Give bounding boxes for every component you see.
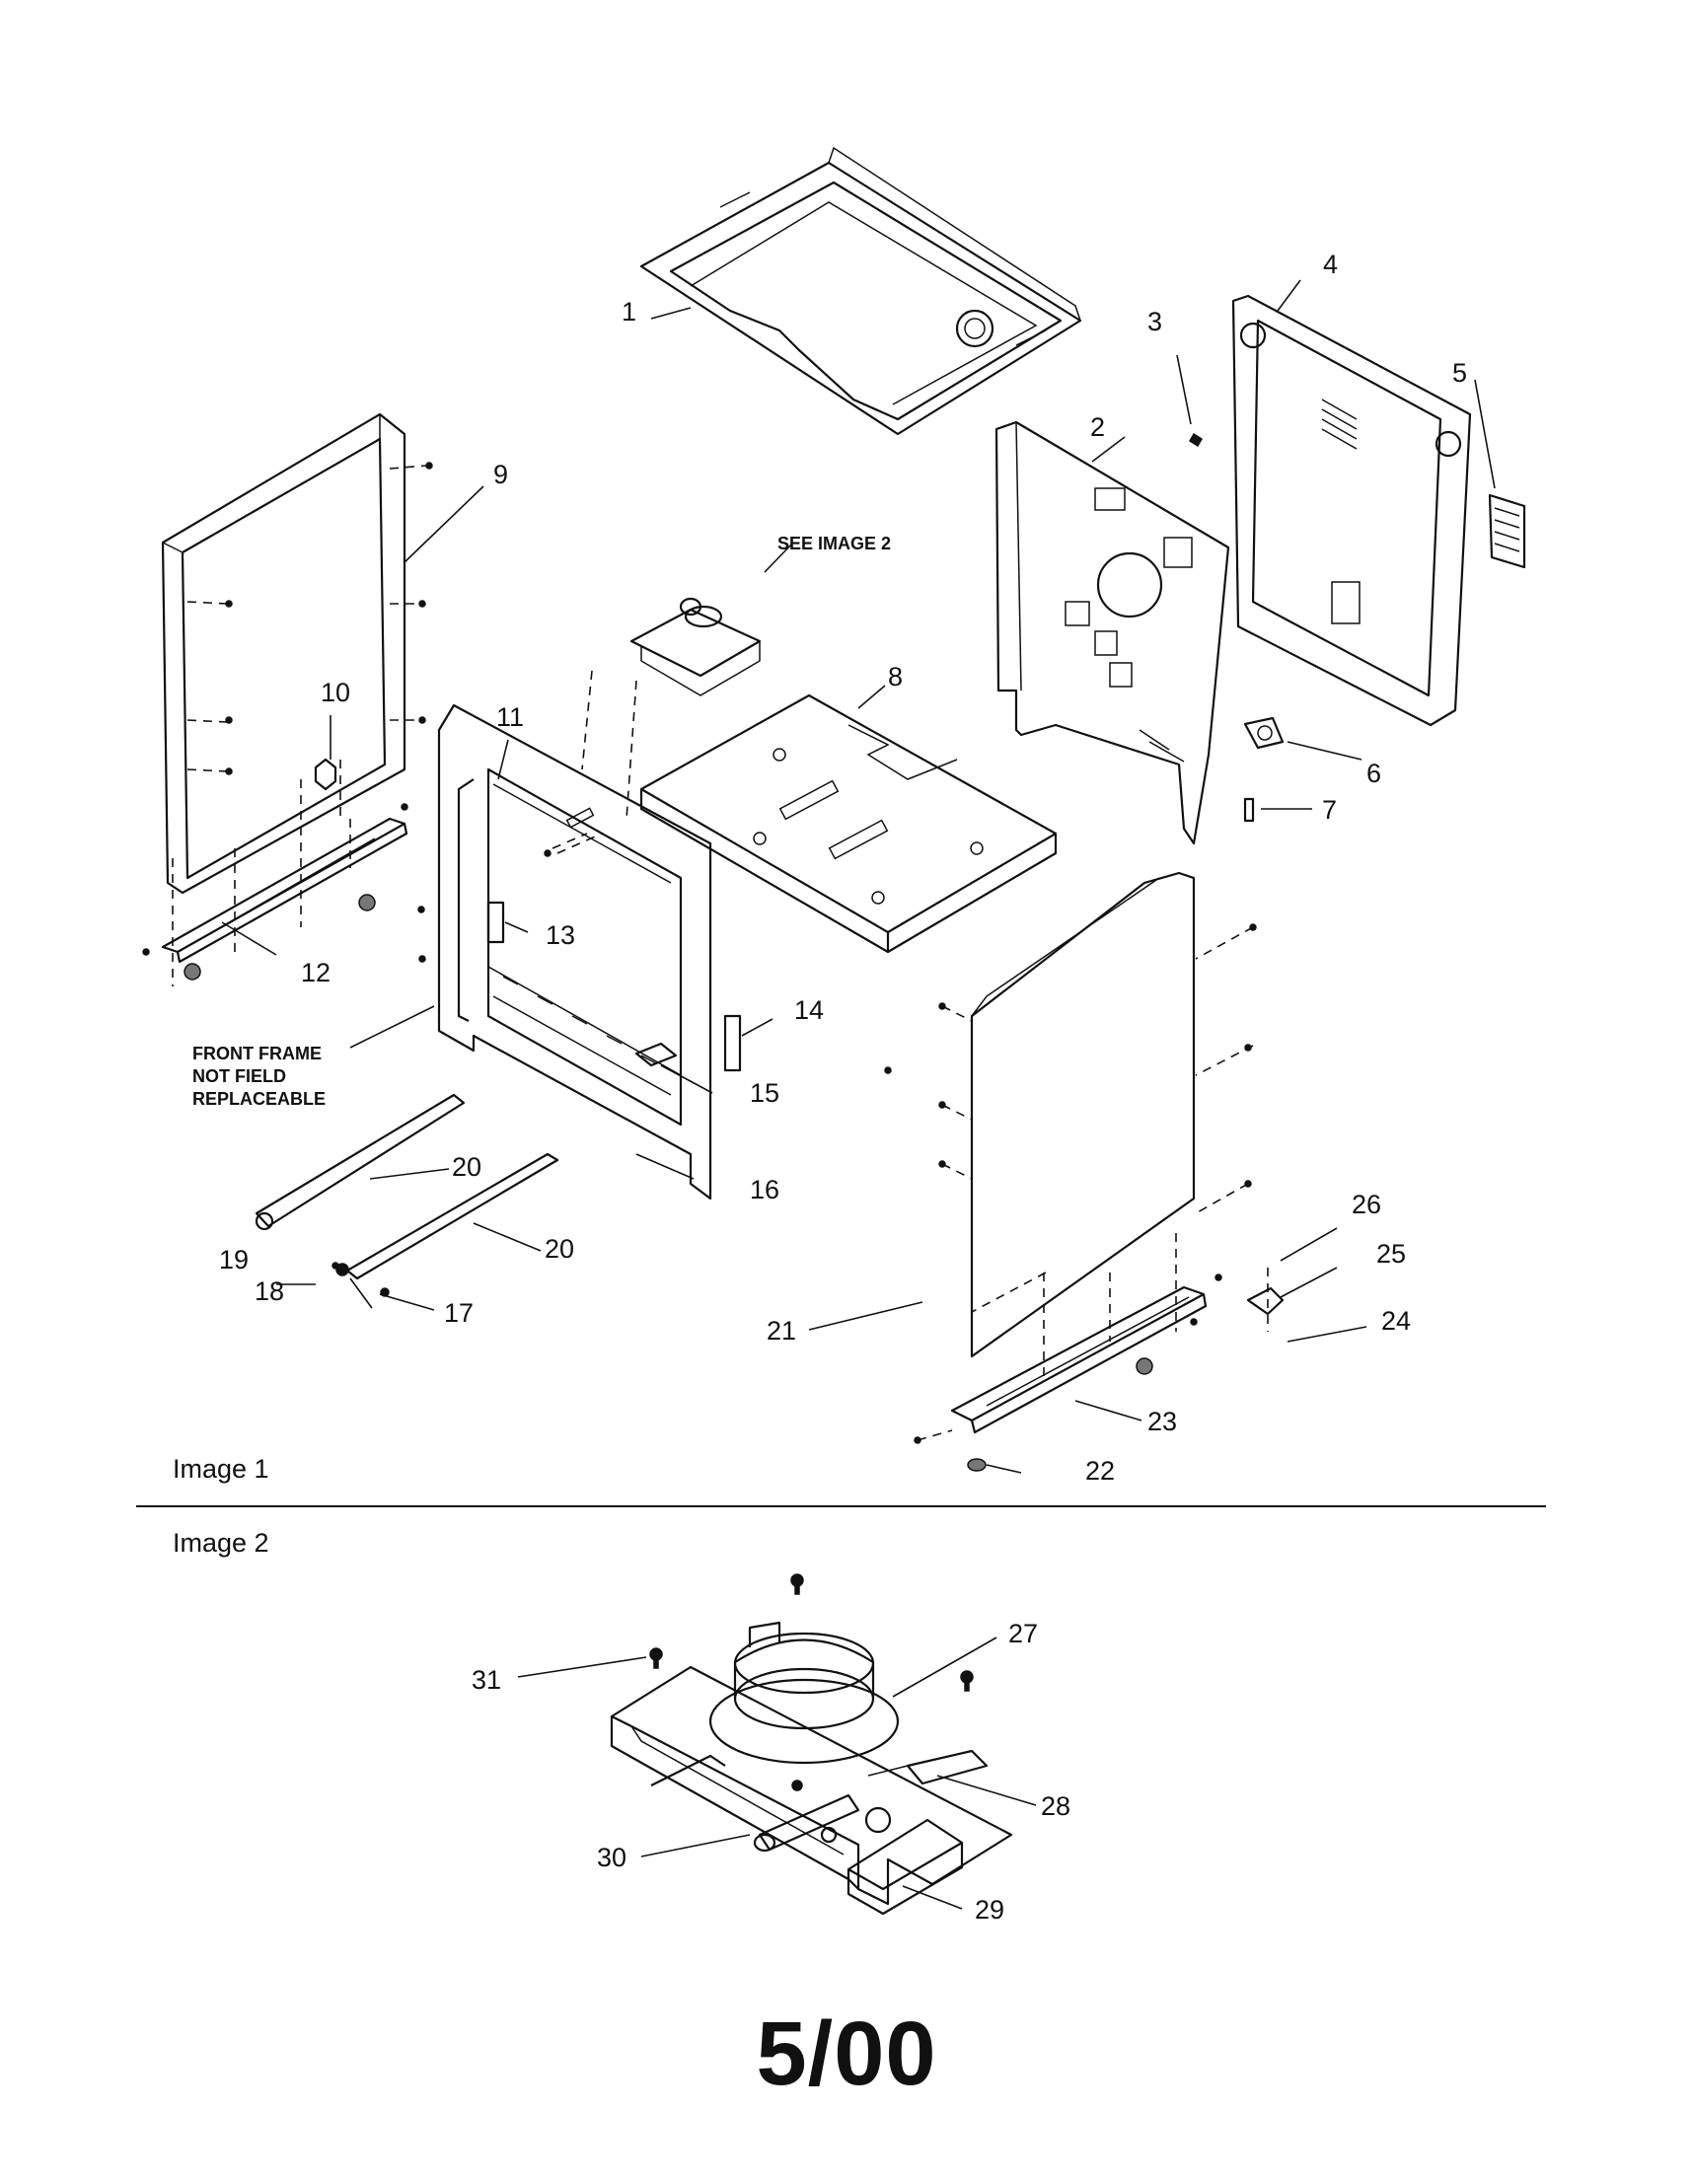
back-cover-part — [1231, 294, 1472, 727]
callout-14: 14 — [794, 995, 824, 1025]
leader-lines-image2 — [517, 1637, 1037, 1910]
right-side-panel-part — [970, 871, 1196, 1358]
callout-1: 1 — [622, 297, 636, 327]
callouts-image1: 1 2 3 4 5 6 7 8 9 10 11 12 13 14 15 16 1… — [219, 250, 1467, 1486]
callout-10: 10 — [321, 678, 350, 707]
front-frame-note-line-3: REPLACEABLE — [192, 1089, 326, 1109]
callout-27: 27 — [1008, 1619, 1038, 1648]
callout-28: 28 — [1041, 1791, 1070, 1821]
callout-26: 26 — [1352, 1190, 1381, 1219]
callout-31: 31 — [472, 1665, 501, 1695]
top-panel-part — [639, 146, 1082, 436]
see-image-2-note: SEE IMAGE 2 — [777, 534, 891, 553]
bracket-part-25 — [1246, 1286, 1285, 1316]
bracket-part-15 — [634, 1042, 678, 1067]
callout-5: 5 — [1452, 358, 1467, 388]
callout-22: 22 — [1085, 1456, 1115, 1486]
callout-17: 17 — [444, 1298, 474, 1328]
callout-3: 3 — [1147, 307, 1162, 336]
screw-part-3 — [1188, 432, 1204, 448]
date-code: 5/00 — [756, 2003, 937, 2104]
callout-18: 18 — [255, 1276, 284, 1306]
callout-23: 23 — [1147, 1407, 1177, 1436]
callout-29: 29 — [975, 1895, 1004, 1925]
callout-2: 2 — [1090, 412, 1105, 442]
knob-part-10 — [314, 758, 337, 791]
callout-19: 19 — [219, 1245, 249, 1274]
callout-8: 8 — [888, 662, 903, 692]
alignment-dashes-image1 — [172, 465, 1269, 1441]
clip-part-13 — [486, 901, 505, 944]
front-frame-note-line-2: NOT FIELD — [192, 1066, 286, 1086]
left-base-rail-part — [161, 817, 408, 981]
callout-20a: 20 — [452, 1152, 481, 1182]
screws-image2 — [649, 1573, 974, 1791]
front-frame-note: FRONT FRAME NOT FIELD REPLACEABLE — [192, 1044, 326, 1109]
callout-13: 13 — [546, 920, 575, 950]
callout-9: 9 — [493, 460, 508, 489]
front-frame-part — [437, 703, 712, 1201]
leveling-foot-part — [967, 1458, 987, 1472]
callout-25: 25 — [1376, 1239, 1406, 1269]
callout-16: 16 — [750, 1175, 779, 1204]
pin-part-7 — [1243, 797, 1255, 823]
image-1-label: Image 1 — [173, 1454, 269, 1484]
callout-11: 11 — [496, 702, 524, 732]
callout-30: 30 — [597, 1843, 626, 1872]
callout-6: 6 — [1366, 759, 1381, 788]
callouts-image2: 27 28 29 30 31 — [472, 1619, 1070, 1925]
control-assembly-thumbnail — [629, 597, 762, 696]
callout-12: 12 — [301, 958, 331, 987]
bracket-part-6 — [1243, 716, 1285, 750]
callout-15: 15 — [750, 1078, 779, 1108]
slide-rail-part-a — [255, 1093, 466, 1231]
right-base-rail-part — [950, 1285, 1208, 1434]
hinge-bracket-part-14 — [723, 1014, 742, 1072]
oven-bottom-part — [639, 693, 1058, 954]
callout-20b: 20 — [545, 1234, 574, 1264]
control-assembly-part — [610, 1621, 1013, 1916]
left-side-panel-part — [161, 412, 426, 895]
callout-24: 24 — [1381, 1306, 1411, 1336]
callout-4: 4 — [1323, 250, 1338, 279]
callout-21: 21 — [767, 1316, 796, 1346]
leader-lines-image1 — [221, 279, 1496, 1474]
slide-rail-part-b — [345, 1152, 559, 1280]
small-fasteners — [331, 1262, 390, 1297]
image-2-label: Image 2 — [173, 1528, 269, 1558]
rear-panel-part — [994, 420, 1230, 845]
callout-7: 7 — [1322, 795, 1337, 825]
vent-grille-part — [1488, 493, 1526, 569]
front-frame-note-line-1: FRONT FRAME — [192, 1044, 322, 1063]
